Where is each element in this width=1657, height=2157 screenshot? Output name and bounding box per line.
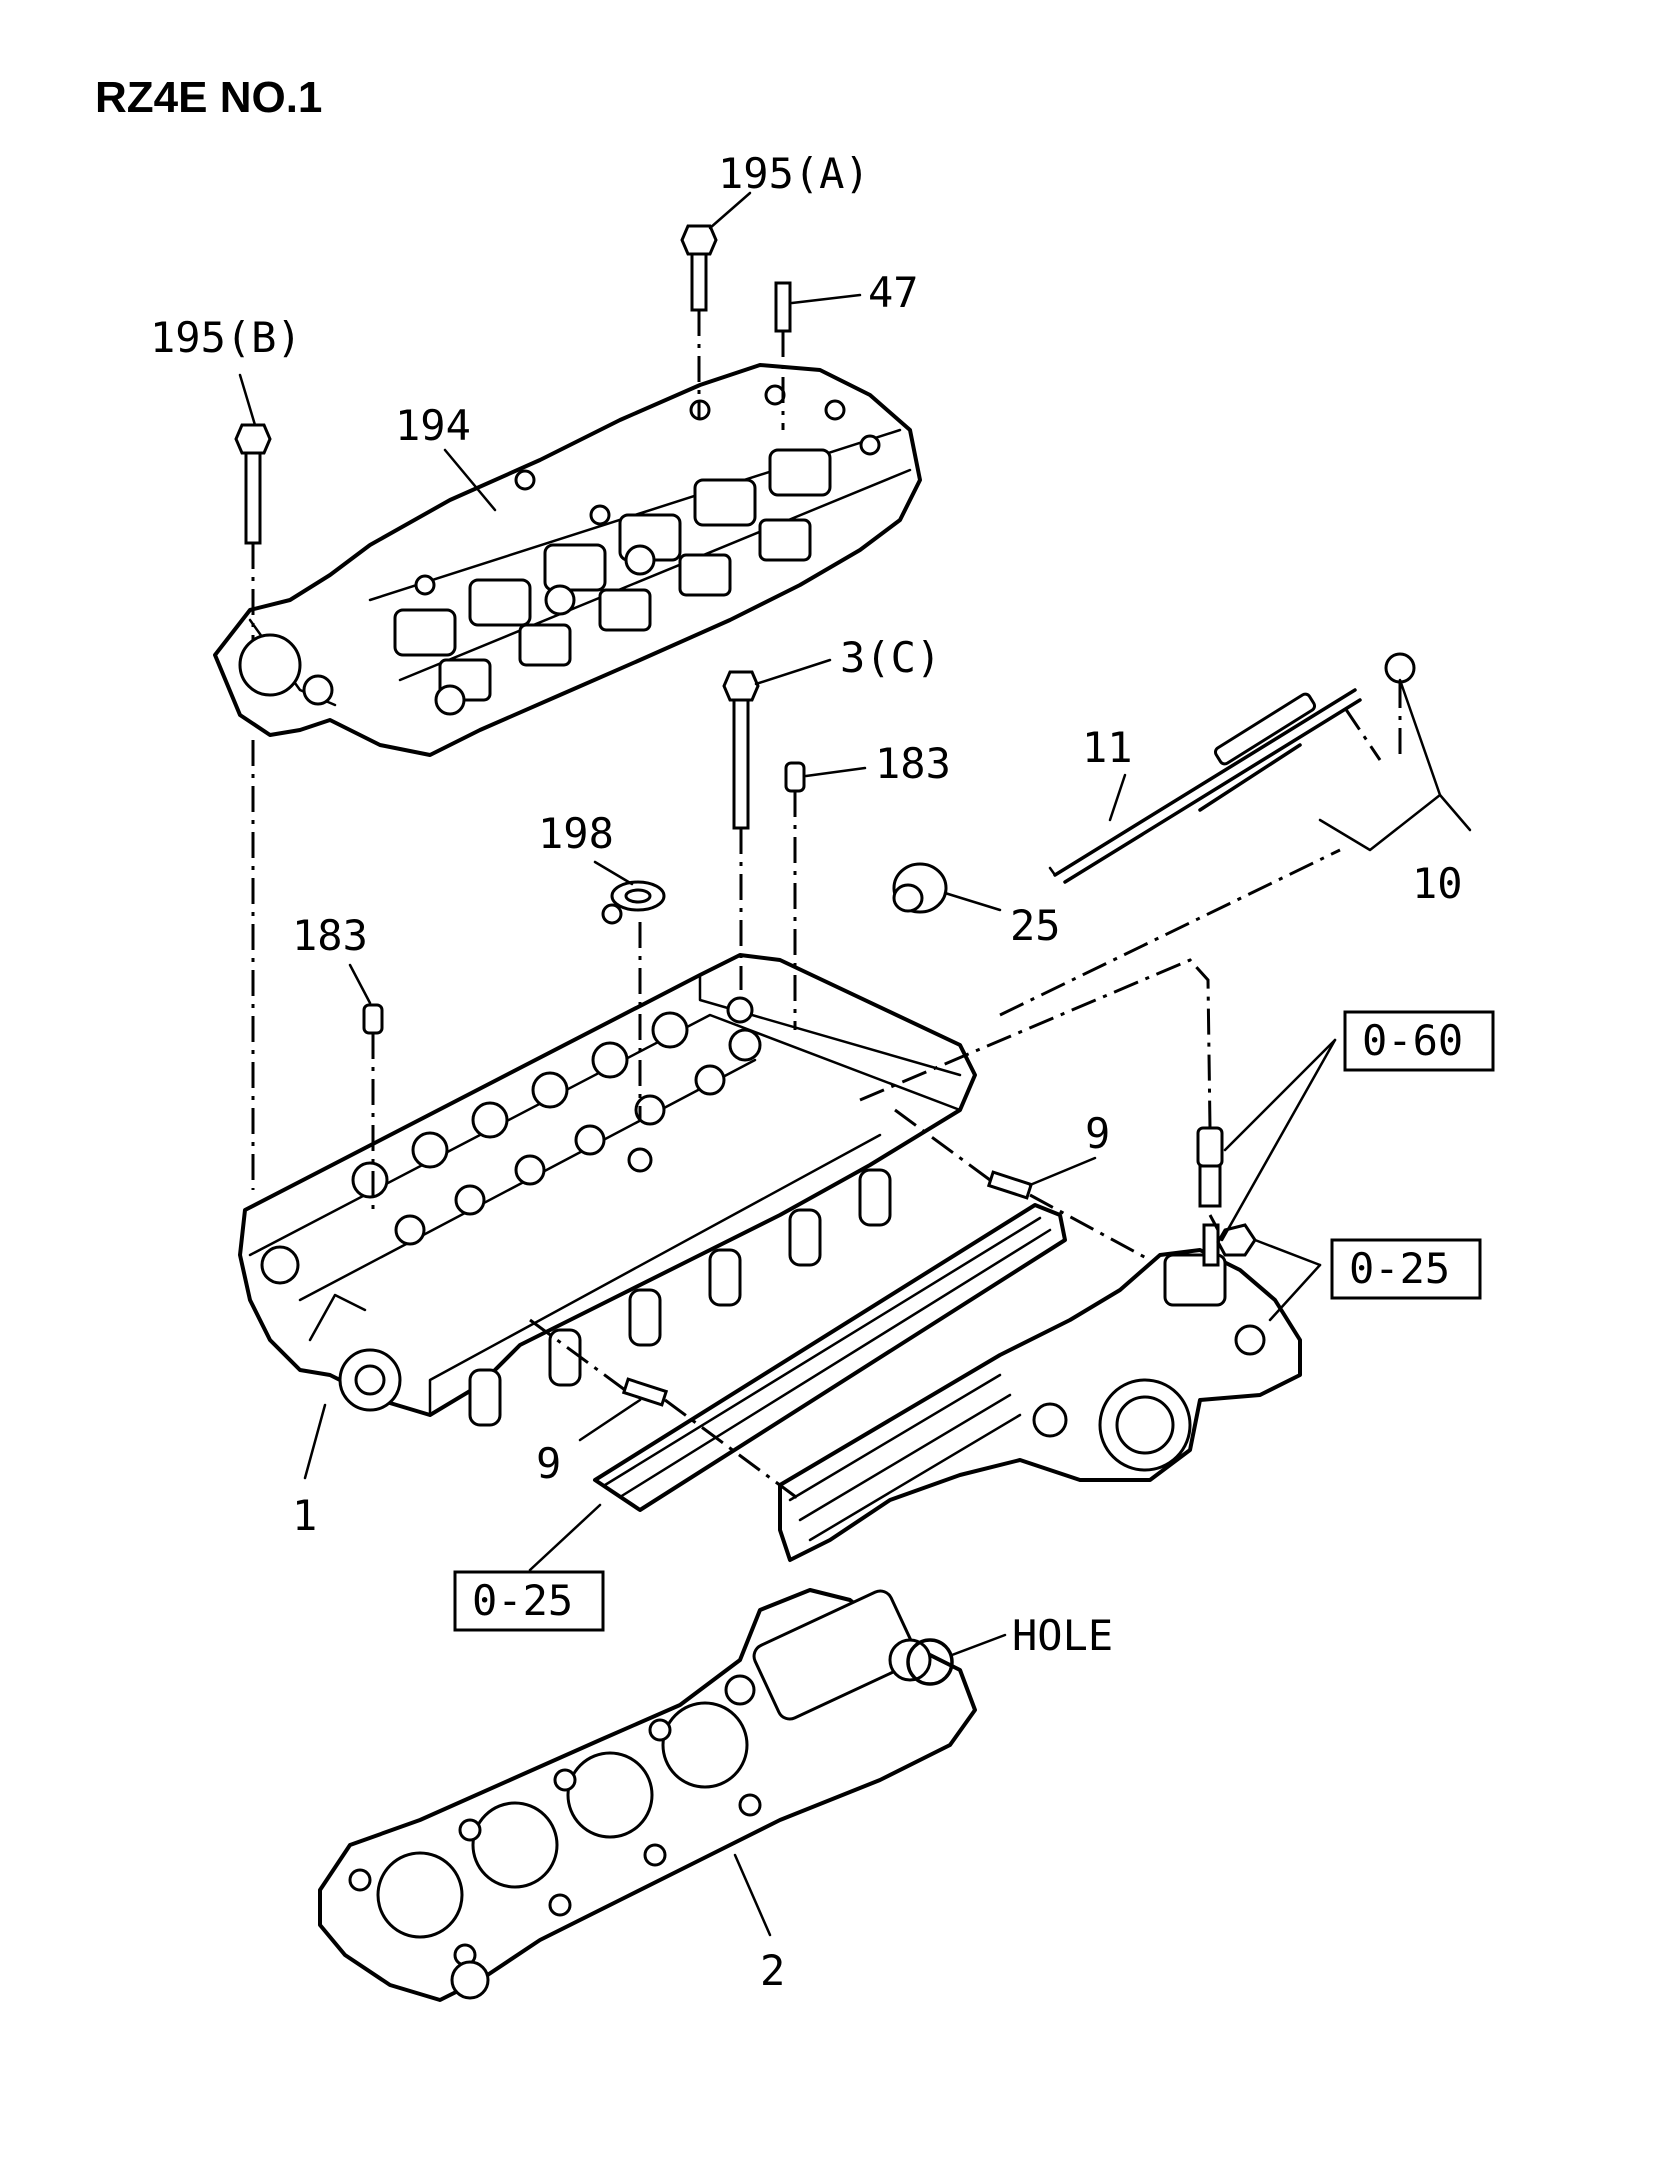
sensor-part-0-60 (1196, 1126, 1224, 1267)
callout-box-0-25-left (453, 1570, 605, 1632)
callout-0-60: 0-60 (1362, 1016, 1463, 1065)
bolt-part-195b (234, 423, 272, 545)
assembly-lines (251, 310, 1402, 1502)
callout-hole: HOLE (1012, 1611, 1113, 1660)
nut-part-0-25-right (1216, 1223, 1257, 1257)
stud-part-9-left (621, 1377, 669, 1407)
callout-195b: 195(B) (150, 313, 302, 362)
callout-198: 198 (538, 809, 614, 858)
dowel-part-183-left (362, 1003, 384, 1035)
bolt-part-195a (680, 224, 718, 312)
callout-0-25-left: 0-25 (472, 1576, 573, 1625)
camshaft-carrier-part-194 (213, 363, 922, 757)
callout-11: 11 (1082, 723, 1133, 772)
seal-part-198 (601, 880, 666, 925)
callout-2: 2 (760, 1946, 785, 1995)
fuel-line-part-11 (1048, 688, 1362, 884)
page-title: RZ4E NO.1 (95, 73, 322, 122)
exhaust-manifold (778, 1248, 1302, 1562)
callout-195a: 195(A) (718, 149, 870, 198)
callout-183-top: 183 (875, 739, 951, 788)
leader-lines (238, 191, 1472, 1937)
plug-part-25 (892, 862, 948, 914)
callout-47: 47 (868, 268, 919, 317)
callout-183-left: 183 (292, 911, 368, 960)
callout-25: 25 (1010, 901, 1061, 950)
callout-1: 1 (292, 1491, 317, 1540)
callout-10: 10 (1412, 859, 1463, 908)
gasket-bolt-holes (348, 1638, 932, 2000)
dowel-part-183-top (784, 761, 806, 793)
stud-part-47 (774, 281, 792, 333)
cylinder-head-valve-holes (351, 996, 762, 1246)
callout-0-25-right: 0-25 (1349, 1244, 1450, 1293)
gasket-hole-marker (906, 1638, 954, 1686)
callout-box-0-60 (1343, 1010, 1495, 1072)
callout-9-right: 9 (1085, 1109, 1110, 1158)
cylinder-head-front-face (260, 1245, 402, 1412)
callout-9-left: 9 (536, 1439, 561, 1488)
injector-part-10 (1198, 652, 1416, 812)
cylinder-head-gasket-part-2 (318, 1588, 977, 2002)
callout-3c: 3(C) (840, 633, 941, 682)
bolt-part-3c (722, 670, 760, 830)
stud-part-9-right (986, 1170, 1034, 1200)
callout-194: 194 (395, 401, 471, 450)
callout-box-0-25-right (1330, 1238, 1482, 1300)
